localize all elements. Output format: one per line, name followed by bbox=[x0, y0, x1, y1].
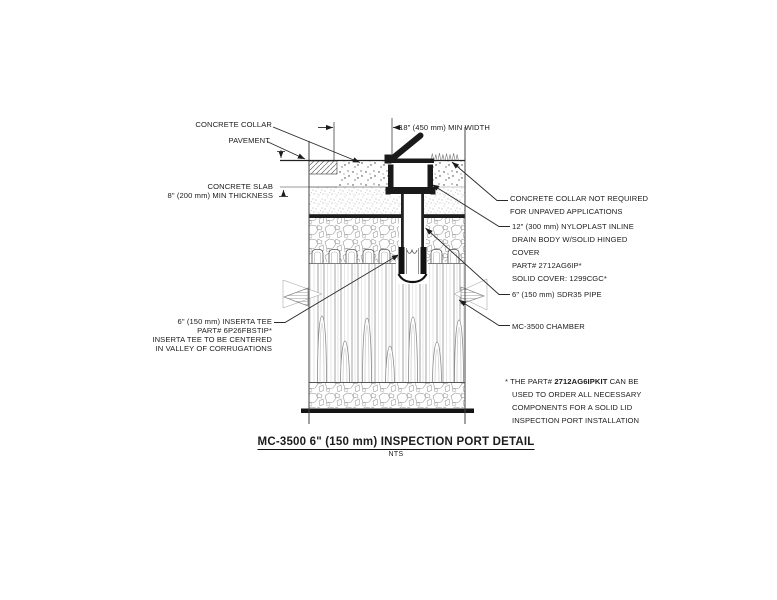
chamber-label: MC-3500 CHAMBER bbox=[512, 322, 585, 331]
leader-sdr35-pipe bbox=[425, 227, 510, 295]
concrete-slab-label: CONCRETE SLAB 8" (200 mm) MIN THICKNESS bbox=[167, 182, 273, 200]
sdr35-pipe-label: 6" (150 mm) SDR35 PIPE bbox=[512, 290, 602, 299]
footnote-suffix: CAN BE USED TO ORDER ALL NECESSARY COMPO… bbox=[512, 377, 642, 425]
chamber-arch-inner-lines bbox=[319, 322, 462, 383]
footnote: * THE PART# 2712AG6IPKIT CAN BE USED TO … bbox=[505, 375, 692, 427]
inserta-tee-label: 6" (150 mm) INSERTA TEE PART# 6P26FBSTIP… bbox=[152, 317, 272, 353]
pavement-label: PAVEMENT bbox=[228, 136, 270, 145]
hinged-cover-open bbox=[387, 132, 424, 163]
leader-chamber bbox=[458, 299, 510, 326]
inserta-tee bbox=[397, 247, 428, 284]
min-width-dimension-label: 18" (450 mm) MIN WIDTH bbox=[399, 123, 490, 132]
foundation-stone-texture bbox=[309, 383, 465, 408]
drain-body-label: 12" (300 mm) NYLOPLAST INLINE DRAIN BODY… bbox=[512, 222, 634, 283]
break-symbol-left bbox=[282, 279, 323, 309]
footnote-part-number: 2712AG6IPKIT bbox=[554, 377, 608, 386]
leader-drain-body bbox=[431, 184, 510, 227]
riser-pipe bbox=[401, 194, 424, 250]
drawing-scale: NTS bbox=[388, 451, 404, 458]
concrete-slab-texture bbox=[280, 186, 465, 214]
base-dark-band bbox=[301, 408, 474, 413]
slab-thickness-tick bbox=[279, 190, 288, 197]
concrete-collar-label: CONCRETE COLLAR bbox=[195, 120, 272, 129]
chamber-corrugation-crest-inner-lines bbox=[314, 251, 457, 264]
slab-top-dark-band bbox=[309, 214, 465, 218]
collar-not-required-label: CONCRETE COLLAR NOT REQUIRED FOR UNPAVED… bbox=[510, 194, 649, 216]
footnote-prefix: * THE PART# bbox=[505, 377, 555, 386]
leader-collar-not-required bbox=[451, 161, 508, 201]
grass-texture bbox=[430, 152, 459, 161]
pavement-surface-tick bbox=[277, 150, 285, 158]
dimension-18in-min-width bbox=[318, 118, 401, 160]
break-symbol-right bbox=[453, 278, 488, 311]
leader-concrete-collar bbox=[272, 126, 361, 163]
drawing-title: MC-3500 6" (150 mm) INSPECTION PORT DETA… bbox=[257, 436, 535, 450]
drain-lid bbox=[386, 158, 434, 163]
chamber-corrugation-crests bbox=[311, 249, 460, 264]
pavement-hatch bbox=[308, 160, 338, 188]
concrete-collar-texture bbox=[337, 161, 465, 187]
chamber-arch-corrugations bbox=[317, 315, 464, 383]
leader-inserta-tee bbox=[274, 254, 400, 323]
leader-pavement bbox=[266, 141, 306, 160]
